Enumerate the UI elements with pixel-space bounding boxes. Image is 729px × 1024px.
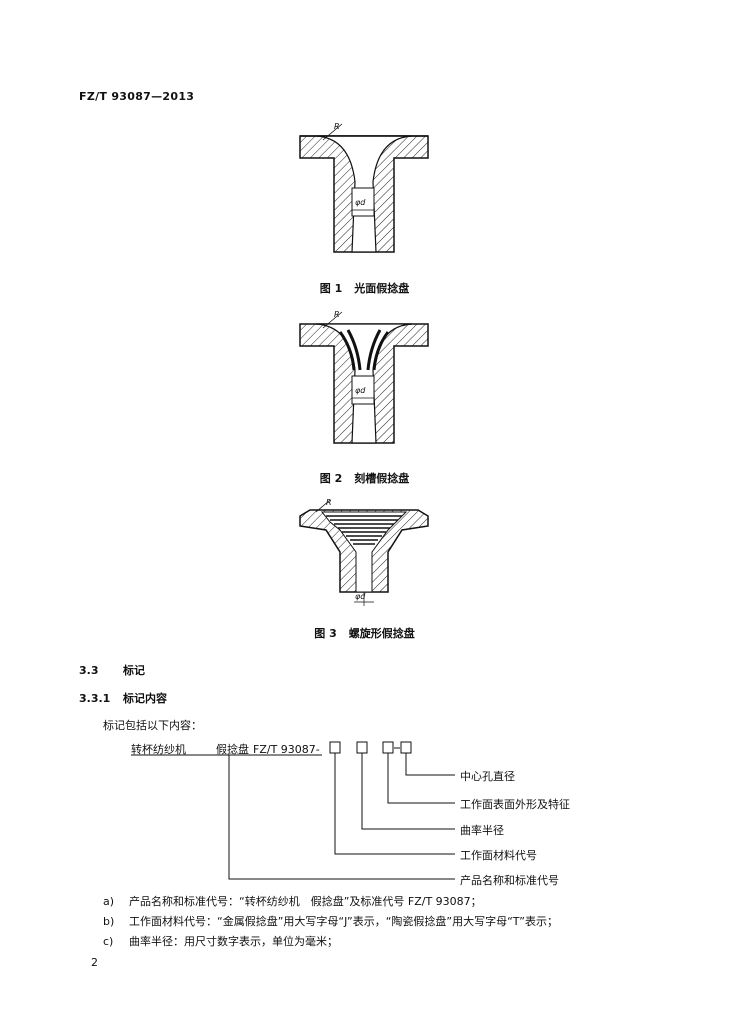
figure-1: R φd	[0, 120, 729, 260]
section-3-3-1-number: 3.3.1	[79, 692, 111, 705]
marking-product: 转杯纺纱机	[131, 743, 186, 756]
list-item-c-key: c)	[103, 935, 114, 948]
figure-1-drawing	[299, 123, 429, 253]
figure-3: R φd	[0, 496, 729, 611]
marking-leader-lines	[131, 741, 455, 880]
figure-1-caption: 图 1 光面假捻盘	[0, 280, 729, 296]
figure-2-number: 图 2	[319, 472, 343, 485]
standard-header: FZ/T 93087—2013	[79, 90, 195, 103]
section-3-3-heading: 3.3 标记	[79, 662, 145, 678]
figure-2: R φd	[0, 308, 729, 453]
figure-3-diameter-label: φd	[355, 592, 366, 601]
figure-1-radius-label: R	[334, 122, 340, 131]
label-center-hole-diameter: 中心孔直径	[460, 770, 515, 783]
section-3-3-title: 标记	[123, 664, 145, 677]
label-material-code: 工作面材料代号	[460, 849, 537, 862]
section-3-3-1-heading: 3.3.1 标记内容	[79, 690, 167, 706]
figure-3-caption: 图 3 螺旋形假捻盘	[0, 625, 729, 641]
marking-name: 假捻盘	[216, 743, 249, 756]
figure-3-number: 图 3	[314, 627, 337, 640]
figure-2-title: 刻槽假捻盘	[354, 472, 410, 485]
list-item-c-text: 曲率半径：用尺寸数字表示，单位为毫米；	[129, 935, 338, 948]
figure-3-radius-label: R	[326, 498, 332, 507]
figure-1-number: 图 1	[319, 282, 343, 295]
list-item-a-key: a)	[103, 895, 115, 908]
list-item-b-key: b)	[103, 915, 115, 928]
list-item-a-text: 产品名称和标准代号：“转杯纺纱机 假捻盘”及标准代号 FZ/T 93087；	[129, 895, 482, 908]
list-item-b-text: 工作面材料代号：“金属假捻盘”用大写字母“J”表示，“陶瓷假捻盘”用大写字母“T…	[129, 915, 558, 928]
intro-text: 标记包括以下内容：	[103, 719, 202, 732]
label-curvature-radius: 曲率半径	[460, 824, 504, 837]
figure-3-title: 螺旋形假捻盘	[348, 627, 415, 640]
figure-2-drawing	[299, 311, 429, 444]
section-3-3-1-title: 标记内容	[123, 692, 167, 705]
section-3-3-number: 3.3	[79, 664, 99, 677]
figure-2-caption: 图 2 刻槽假捻盘	[0, 470, 729, 486]
figure-1-title: 光面假捻盘	[354, 282, 410, 295]
figure-1-diameter-label: φd	[355, 198, 366, 207]
list-item-b: b) 工作面材料代号：“金属假捻盘”用大写字母“J”表示，“陶瓷假捻盘”用大写字母…	[103, 913, 558, 929]
marking-line: 转杯纺纱机 假捻盘 FZ/T 93087-	[131, 741, 320, 757]
figure-3-drawing	[299, 499, 429, 606]
label-product-name-code: 产品名称和标准代号	[460, 874, 559, 887]
list-item-c: c) 曲率半径：用尺寸数字表示，单位为毫米；	[103, 933, 338, 949]
figure-2-radius-label: R	[334, 310, 340, 319]
figure-2-diameter-label: φd	[355, 386, 366, 395]
list-item-a: a) 产品名称和标准代号：“转杯纺纱机 假捻盘”及标准代号 FZ/T 93087；	[103, 893, 482, 909]
page-number: 2	[91, 956, 98, 969]
marking-code: FZ/T 93087-	[253, 743, 320, 756]
label-surface-shape: 工作面表面外形及特征	[460, 798, 570, 811]
